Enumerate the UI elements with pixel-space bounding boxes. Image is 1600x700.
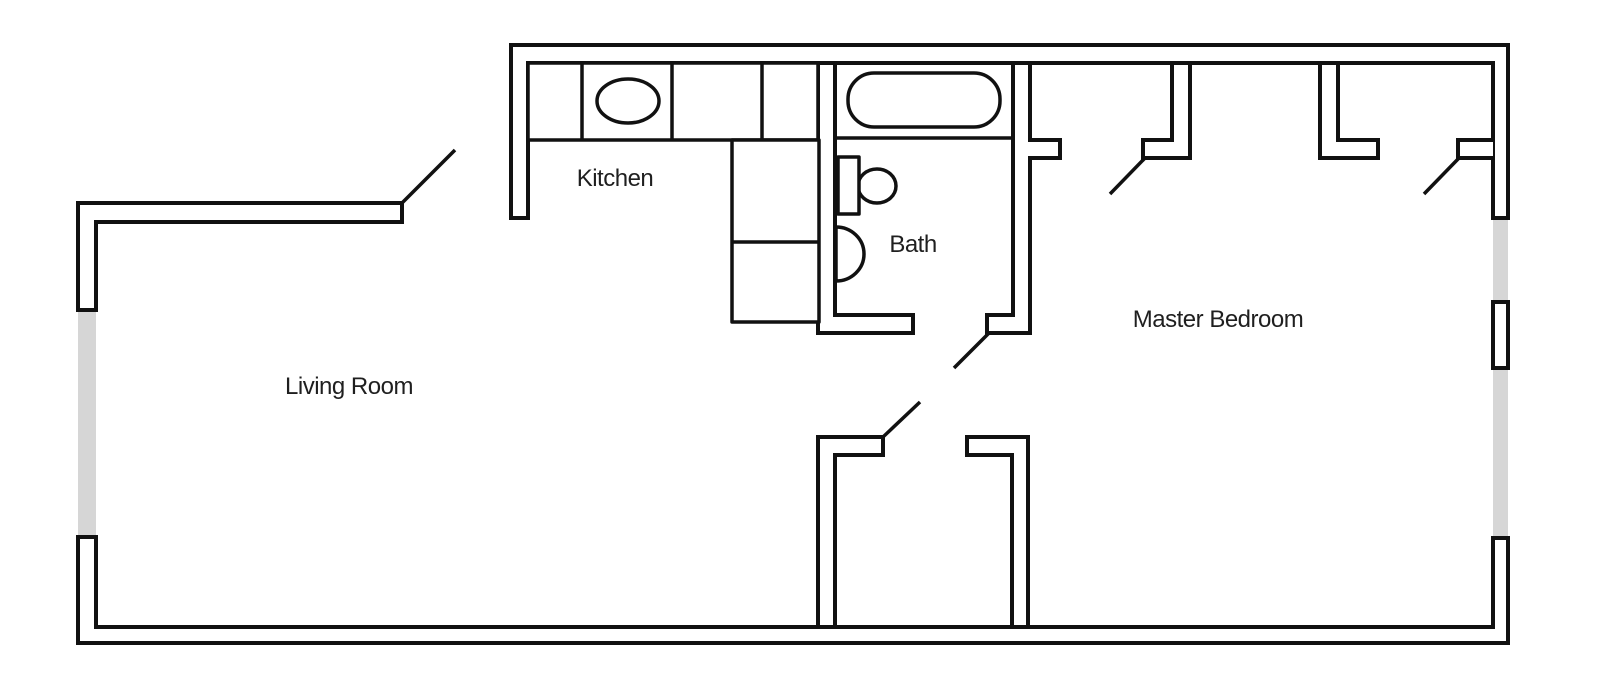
toilet-bowl-icon: [856, 167, 898, 205]
vestibule-east-wall: [965, 435, 1030, 629]
bath-sink-icon: [834, 225, 866, 283]
closet-a-divider-wall: [1141, 61, 1192, 160]
windows-group: [78, 220, 1508, 537]
bath-west-wall: [816, 61, 915, 335]
kitchen-cabinet-column-icon: [730, 138, 821, 324]
closet-b-door-swing: [1422, 156, 1461, 196]
bathtub-icon: [846, 71, 1002, 129]
kitchen-sink-icon: [595, 77, 661, 125]
room-labels-group: Living Room Kitchen Bath Master Bedroom: [285, 165, 1304, 400]
bath-door-swing: [952, 331, 991, 370]
entry-door-swing: [400, 148, 457, 205]
room-label-master-bedroom: Master Bedroom: [1133, 306, 1303, 333]
window-living-room-west: [78, 310, 96, 537]
window-master-bedroom-east-upper: [1493, 220, 1508, 300]
closet-a-door-swing: [1108, 156, 1147, 196]
bath-east-wall: [985, 61, 1062, 335]
kitchen-cabinets-group: [526, 61, 821, 324]
toilet-tank-icon: [836, 155, 861, 216]
hall-door-swing: [881, 400, 922, 439]
room-label-bath: Bath: [889, 231, 936, 258]
closet-b-west-wall: [1318, 61, 1380, 160]
vestibule-west-wall: [816, 435, 885, 629]
bath-fixtures-group: [834, 71, 1013, 283]
room-label-living-room: Living Room: [285, 373, 413, 400]
doors-group: [400, 148, 1461, 439]
east-wall-window-pier: [1491, 300, 1510, 370]
window-master-bedroom-east-lower: [1493, 370, 1508, 537]
closet-b-door-jamb: [1456, 138, 1493, 160]
living-room-north-wall: [76, 201, 404, 312]
room-label-kitchen: Kitchen: [577, 165, 654, 192]
exterior-wall-bottom: [76, 535, 1510, 645]
